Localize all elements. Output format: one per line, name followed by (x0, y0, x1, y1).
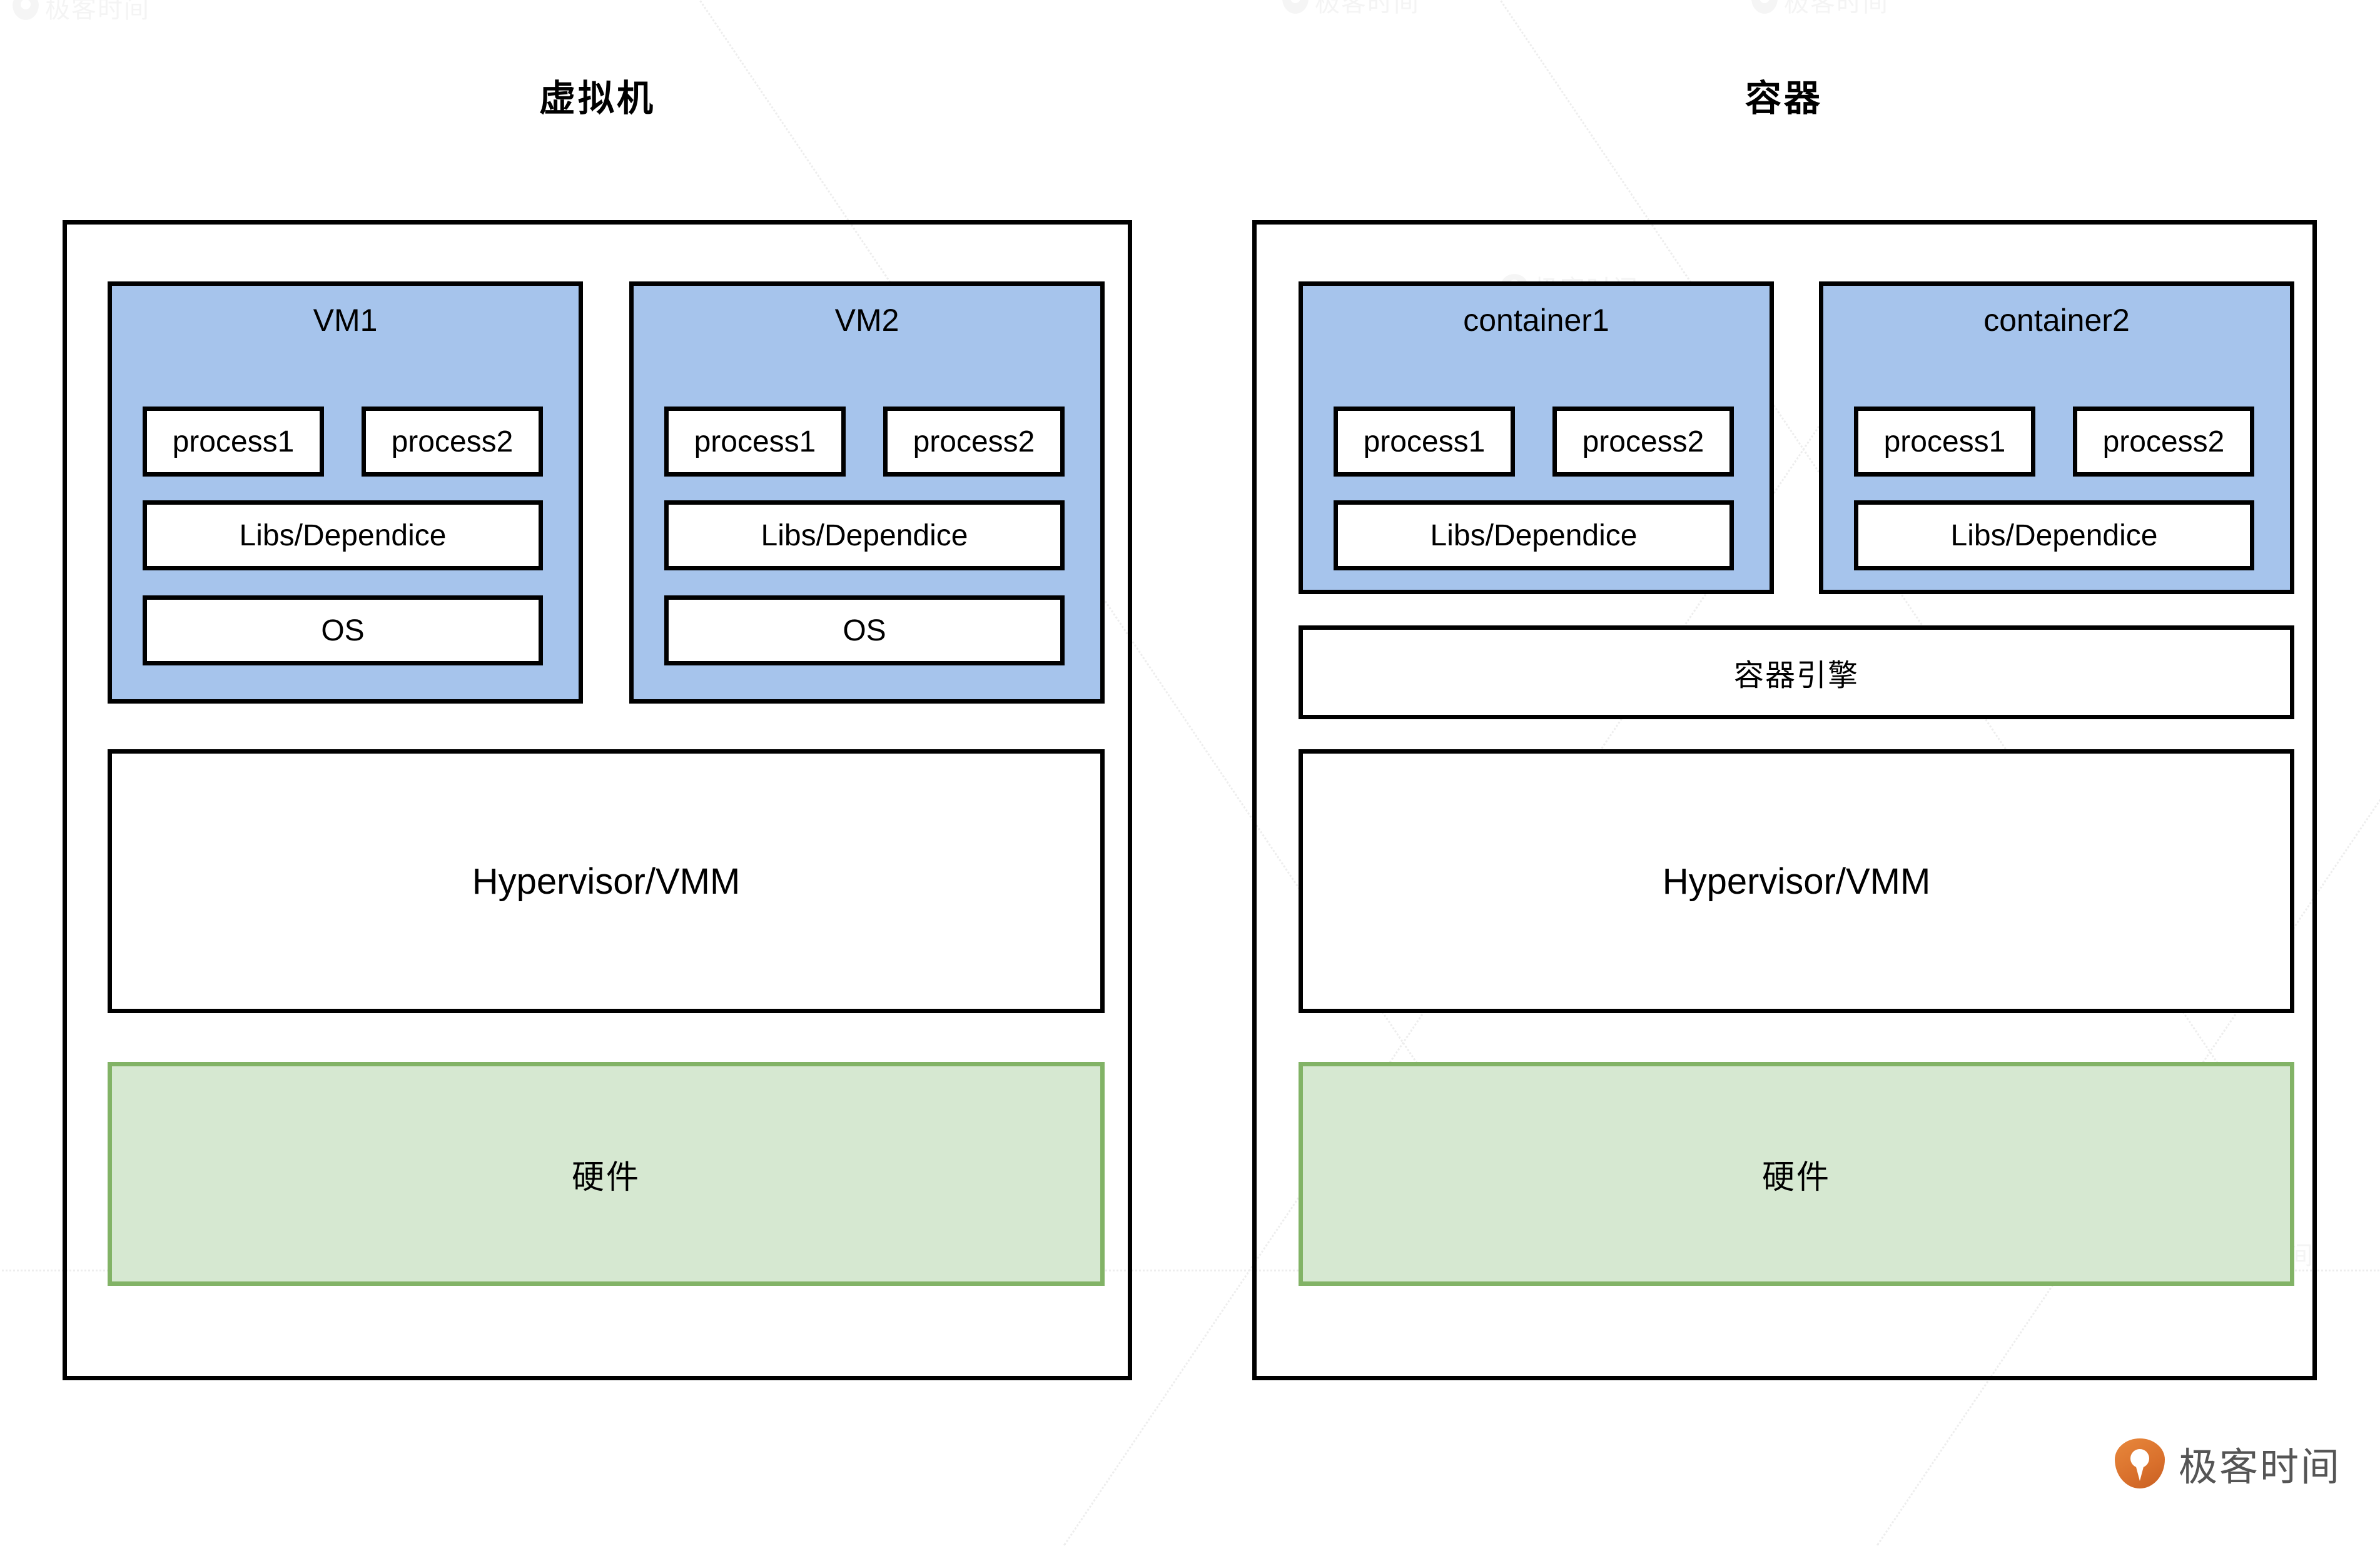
box-label: Libs/Dependice (1430, 518, 1638, 552)
container-engine-box[interactable]: 容器引擎 (1299, 625, 2294, 719)
box-label: OS (321, 614, 365, 647)
page-title-vm: 虚拟机 (539, 77, 656, 119)
container-hardware-box[interactable]: 硬件 (1299, 1062, 2294, 1286)
box-label: Hypervisor/VMM (1662, 861, 1931, 902)
box-label: process1 (172, 425, 295, 458)
watermark-text: 极客时间 (1784, 0, 1889, 18)
watermark-text: 极客时间 (45, 0, 150, 24)
box-label: OS (843, 614, 886, 647)
box-label: Libs/Dependice (239, 518, 447, 552)
box-label: process1 (694, 425, 816, 458)
vm2-process1-box[interactable]: process1 (664, 407, 846, 477)
geektime-pin-icon (1282, 0, 1309, 14)
watermark: 极客时间 (1282, 0, 1420, 19)
vm2-os-box[interactable]: OS (664, 595, 1065, 665)
watermark-text: 极客时间 (1315, 0, 1420, 18)
vm-guest-label: VM2 (834, 303, 899, 338)
box-label: process1 (1883, 425, 2006, 458)
brand-logo: 极客时间 (2114, 1435, 2341, 1492)
box-label: 硬件 (1761, 1158, 1831, 1196)
box-label: process2 (1582, 425, 1704, 458)
geektime-pin-icon (13, 0, 39, 20)
container-hypervisor-box[interactable]: Hypervisor/VMM (1299, 749, 2294, 1013)
container2-process2-box[interactable]: process2 (2073, 407, 2254, 477)
container1-process2-box[interactable]: process2 (1552, 407, 1734, 477)
box-label: process2 (913, 425, 1035, 458)
box-label: process2 (391, 425, 514, 458)
vm1-process1-box[interactable]: process1 (143, 407, 324, 477)
box-label: 容器引擎 (1733, 658, 1859, 693)
box-label: Libs/Dependice (761, 518, 968, 552)
container1-process1-box[interactable]: process1 (1334, 407, 1515, 477)
container-panel (1252, 220, 2317, 1380)
box-label: Libs/Dependice (1950, 518, 2158, 552)
box-label: process2 (2102, 425, 2225, 458)
vm2-libs-box[interactable]: Libs/Dependice (664, 500, 1065, 570)
page-title-container: 容器 (1744, 77, 1823, 119)
geektime-pin-icon (2114, 1438, 2165, 1488)
box-label: process1 (1363, 425, 1486, 458)
vm1-libs-box[interactable]: Libs/Dependice (143, 500, 543, 570)
container2-process1-box[interactable]: process1 (1854, 407, 2035, 477)
geektime-pin-icon (1751, 0, 1778, 14)
box-label: Hypervisor/VMM (472, 861, 741, 902)
vm2-process2-box[interactable]: process2 (883, 407, 1065, 477)
vm-guest-label: VM1 (313, 303, 378, 338)
watermark: 极客时间 (1751, 0, 1889, 19)
watermark: 极客时间 (13, 0, 150, 25)
vm1-os-box[interactable]: OS (143, 595, 543, 665)
vm-hypervisor-box[interactable]: Hypervisor/VMM (108, 749, 1105, 1013)
container-guest-label: container1 (1463, 303, 1609, 338)
vm-hardware-box[interactable]: 硬件 (108, 1062, 1105, 1286)
vm-panel (63, 220, 1132, 1380)
brand-name: 极客时间 (2178, 1444, 2341, 1490)
container2-libs-box[interactable]: Libs/Dependice (1854, 500, 2254, 570)
vm1-process2-box[interactable]: process2 (362, 407, 543, 477)
container1-libs-box[interactable]: Libs/Dependice (1334, 500, 1734, 570)
box-label: 硬件 (571, 1158, 641, 1196)
container-guest-label: container2 (1983, 303, 2130, 338)
